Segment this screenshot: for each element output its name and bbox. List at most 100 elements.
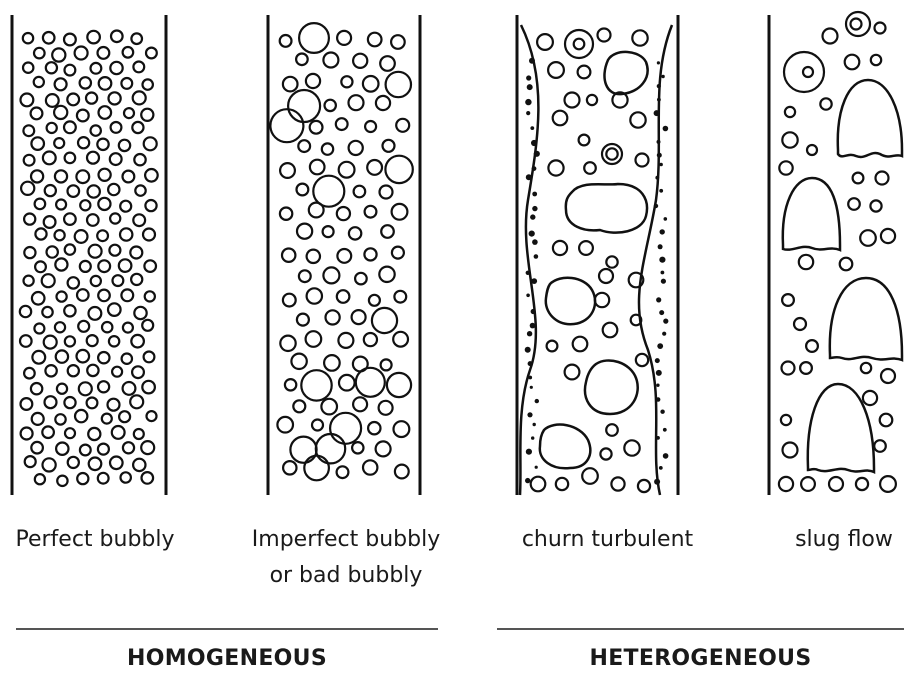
churn-irregular-bubble — [566, 184, 647, 233]
small-bubble — [122, 171, 134, 183]
bubble — [307, 288, 322, 303]
small-bubble — [43, 152, 56, 165]
panel-4-label: slug flow — [784, 522, 904, 558]
bubble — [801, 477, 815, 491]
small-bubble — [35, 199, 46, 210]
bubble — [352, 442, 363, 453]
small-bubble — [55, 322, 65, 332]
bubble — [624, 440, 639, 455]
small-bubble — [75, 47, 88, 60]
bubble — [364, 333, 377, 346]
dot — [526, 449, 532, 455]
bubble — [851, 19, 862, 30]
small-bubble — [99, 77, 112, 90]
small-bubble — [57, 292, 67, 302]
small-bubble — [123, 323, 133, 333]
small-bubble — [144, 137, 157, 150]
small-bubble — [111, 31, 123, 43]
small-bubble — [78, 137, 89, 148]
bubble — [299, 23, 329, 53]
bubble — [861, 363, 871, 373]
small-bubble — [98, 473, 109, 484]
bubble — [875, 23, 886, 34]
bubble — [282, 249, 295, 262]
bubble — [553, 111, 568, 126]
bubble — [574, 39, 585, 50]
churn-irregular-bubble — [540, 425, 590, 469]
bubble — [297, 184, 309, 196]
bubble — [306, 331, 322, 347]
dot — [663, 428, 667, 432]
small-bubble — [65, 428, 75, 438]
small-bubble — [20, 306, 31, 317]
dot — [655, 358, 660, 363]
small-bubble — [111, 122, 122, 133]
bubble — [874, 440, 886, 452]
bubble — [820, 98, 831, 109]
small-bubble — [98, 260, 110, 272]
small-bubble — [65, 153, 76, 164]
small-bubble — [75, 230, 88, 243]
small-bubble — [34, 48, 45, 59]
bubble — [807, 145, 817, 155]
small-bubble — [43, 32, 55, 44]
dot — [661, 75, 664, 78]
bubble — [782, 362, 795, 375]
small-bubble — [110, 213, 120, 223]
homogeneous-label: HOMOGENEOUS — [16, 646, 438, 671]
dot — [657, 343, 663, 349]
dot — [656, 397, 661, 402]
small-bubble — [134, 429, 144, 439]
small-bubble — [98, 381, 109, 392]
bubble — [579, 135, 590, 146]
small-bubble — [56, 200, 66, 210]
dot — [531, 278, 537, 284]
bubble — [325, 100, 336, 111]
dot — [534, 151, 540, 157]
small-bubble — [21, 428, 33, 440]
bubble — [537, 34, 553, 50]
small-bubble — [57, 384, 67, 394]
bubble — [853, 173, 864, 184]
dot — [530, 126, 534, 130]
dot — [661, 279, 666, 284]
bubble — [316, 434, 345, 463]
dot — [659, 257, 665, 263]
bubble — [799, 255, 813, 269]
dot — [659, 163, 663, 167]
small-bubble — [89, 245, 102, 258]
bubble — [324, 355, 340, 371]
small-bubble — [109, 245, 120, 256]
small-bubble — [47, 246, 58, 257]
bubble — [881, 229, 895, 243]
small-bubble — [31, 383, 42, 394]
small-bubble — [23, 33, 33, 43]
bubble — [584, 162, 596, 174]
bubble — [310, 121, 323, 134]
dot — [528, 361, 533, 366]
bubble — [330, 413, 361, 444]
small-bubble — [88, 428, 100, 440]
slug-taylor-bubble — [783, 178, 840, 250]
bubble — [280, 336, 295, 351]
small-bubble — [42, 426, 54, 438]
homogeneous-divider — [16, 628, 438, 630]
small-bubble — [80, 200, 90, 210]
small-bubble — [134, 154, 145, 165]
bubble — [578, 66, 591, 79]
bubble — [365, 206, 377, 218]
small-bubble — [87, 214, 99, 226]
small-bubble — [143, 79, 153, 89]
small-bubble — [77, 110, 89, 122]
dot — [532, 166, 537, 171]
small-bubble — [32, 413, 44, 425]
small-bubble — [97, 139, 108, 150]
small-bubble — [34, 77, 44, 87]
dot — [525, 478, 530, 483]
small-bubble — [45, 396, 57, 408]
bubble — [349, 95, 364, 110]
small-bubble — [112, 426, 125, 439]
bubble — [603, 323, 618, 338]
small-bubble — [120, 228, 132, 240]
churn-irregular-bubble — [585, 360, 638, 414]
